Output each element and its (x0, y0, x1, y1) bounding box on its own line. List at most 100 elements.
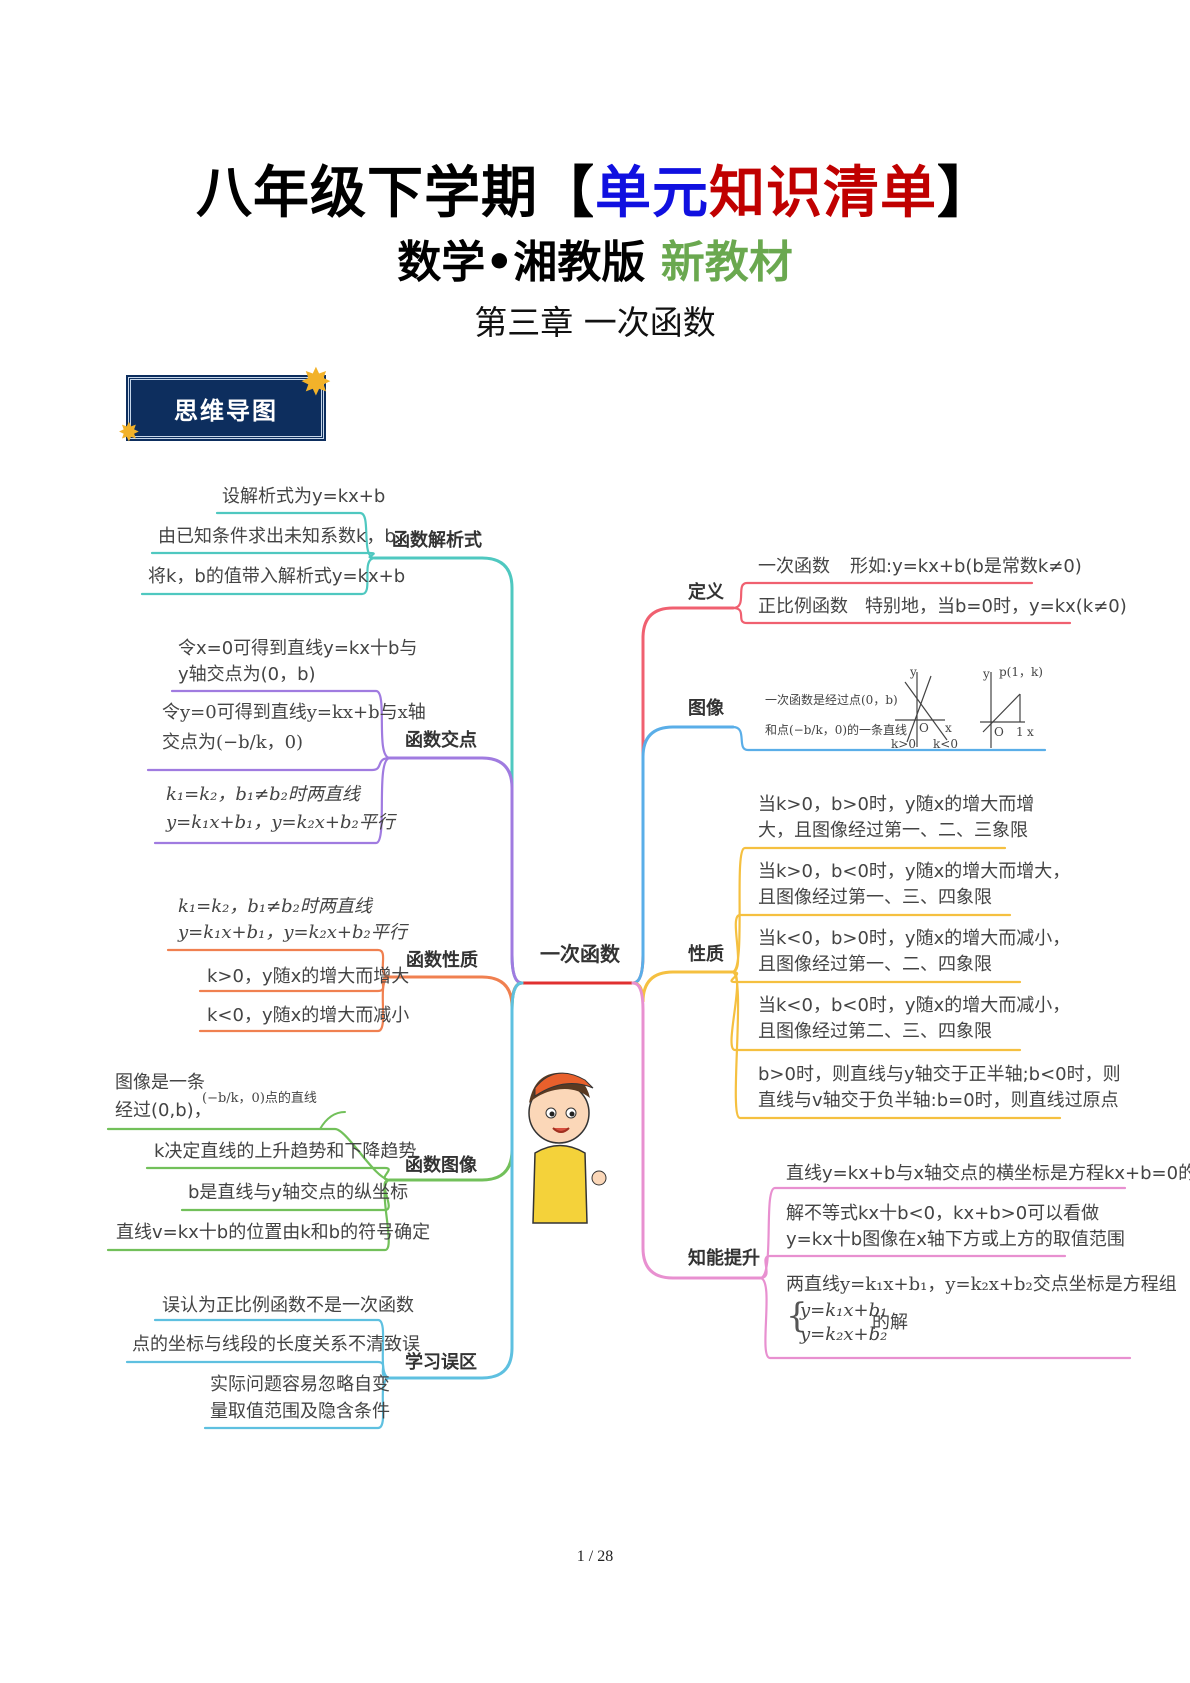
branch-connector (388, 975, 524, 1008)
item-underline (146, 756, 392, 772)
item-underline (731, 606, 1072, 625)
item-underline (758, 1254, 1067, 1280)
axis-label: x (945, 721, 952, 735)
list-item: y=k₁x+b₁，y=k₂x+b₂平行 (178, 922, 407, 943)
item-underline (319, 1111, 346, 1130)
list-item: y轴交点为(0，b) (178, 664, 316, 685)
graph-label: k>0 (891, 737, 916, 750)
mindmap-center-node: 一次函数 (540, 942, 620, 966)
list-item: 直线y=kx+b与x轴交点的横坐标是方程kx+b=0的解 (786, 1163, 1190, 1184)
graph-label: p(1，k) (999, 665, 1043, 679)
axis-label: x (1027, 725, 1034, 739)
page-title: 八年级下学期【单元知识清单】 (196, 161, 994, 226)
item-underline (166, 948, 392, 979)
brace-icon: { (786, 1296, 808, 1336)
item-underline (170, 689, 392, 760)
axis-label: 1 (1016, 725, 1024, 739)
axis-label: O (994, 725, 1004, 739)
list-item: k<0，y随x的增大而减小 (207, 1005, 410, 1026)
branch-label-properties: 函数性质 (406, 950, 478, 971)
cartoon-boy-illustration (528, 1072, 607, 1224)
list-item: k₁=k₂，b₁≠b₂时两直线 (178, 896, 372, 917)
list-item: 令y=0可得到直线y=kx+b与x轴 (162, 702, 426, 723)
item-underline (145, 1166, 392, 1182)
list-item: k₁=k₂，b₁≠b₂时两直线 (166, 784, 360, 805)
branch-connector (631, 981, 762, 1280)
list-item: 解不等式kx十b<0，kx+b>0可以看做 (786, 1203, 1100, 1224)
list-item: 当k>0，b>0时，y随x的增大而增 (758, 794, 1035, 815)
function-graph-figure: 一次函数是经过点(0，b) 和点(−b/k，0)的一条直线 y x O k>0 … (765, 665, 1043, 750)
list-item: 且图像经过第一、三、四象限 (758, 887, 992, 908)
list-item: 点的坐标与线段的长度关系不清致误 (132, 1334, 420, 1355)
list-item: 将k，b的值带入解析式y=kx+b (148, 566, 406, 587)
axis-label: y (982, 667, 990, 681)
list-item: b是直线与y轴交点的纵坐标 (188, 1182, 409, 1203)
list-item: 交点为(−b/k，0) (162, 732, 304, 753)
list-item: k决定直线的上升趋势和下降趋势 (154, 1141, 417, 1162)
list-item: y=k₁x+b₁ (800, 1300, 888, 1321)
branch-connector (388, 981, 524, 1380)
item-underline (153, 1318, 392, 1380)
branch-label-analytic: 函数解析式 (392, 530, 482, 551)
branch-label-nature: 性质 (688, 944, 724, 965)
list-item: 量取值范围及隐含条件 (210, 1401, 390, 1422)
list-item: 两直线y=k₁x+b₁，y=k₂x+b₂交点坐标是方程组 (786, 1274, 1177, 1295)
star-icon: ✸ (300, 360, 332, 404)
list-item: 误认为正比例函数不是一次函数 (162, 1295, 414, 1316)
mindmap-badge: 思维导图 (126, 375, 326, 441)
page-subtitle: 数学•湘教版 新教材 (397, 237, 793, 288)
list-item: 令x=0可得到直线y=kx十b与 (178, 638, 418, 659)
branch-connector (631, 970, 734, 1003)
branch-label-definition: 定义 (688, 582, 724, 603)
branch-connector (631, 606, 735, 985)
item-underline (198, 975, 392, 1033)
item-underline (153, 756, 392, 845)
list-item: 的解 (872, 1312, 908, 1333)
graph-label: k<0 (933, 737, 958, 750)
list-item: 当k<0，b<0时，y随x的增大而减小， (758, 995, 1071, 1016)
page-number: 1 / 28 (576, 1548, 614, 1565)
axis-label: y (909, 665, 917, 679)
item-underline (730, 913, 1012, 974)
branch-label-improvement: 知能提升 (688, 1248, 760, 1269)
list-item: 且图像经过第二、三、四象限 (758, 1021, 992, 1042)
item-underline (203, 1376, 392, 1430)
list-item: 当k<0，b>0时，y随x的增大而减小， (758, 928, 1071, 949)
branch-label-intersection: 函数交点 (405, 730, 477, 751)
branch-connector (388, 756, 524, 985)
item-underline (150, 551, 377, 560)
graph-caption: 一次函数是经过点(0，b) (765, 692, 898, 707)
list-item: k>0，y随x的增大而增大 (207, 966, 410, 987)
chapter-title: 第三章 一次函数 (474, 303, 716, 342)
item-underline (731, 725, 1047, 752)
item-underline (140, 556, 377, 596)
list-item: y=k₁x+b₁，y=k₂x+b₂平行 (166, 812, 395, 833)
list-item: 直线与v轴交于负半轴:b=0时，则直线过原点 (758, 1090, 1119, 1111)
list-item: 由已知条件求出未知系数k，b (158, 526, 396, 547)
list-item: 当k>0，b<0时，y随x的增大而增大， (758, 861, 1071, 882)
item-underline (758, 1276, 1132, 1360)
branch-label-graph: 函数图像 (405, 1155, 477, 1176)
graph-k-sign (895, 672, 1025, 748)
item-underline (758, 1186, 1127, 1280)
list-item: 经过(0,b)， (115, 1100, 212, 1121)
list-item: 一次函数 (758, 556, 830, 577)
branch-label-image: 图像 (688, 698, 724, 719)
list-item: 实际问题容易忽略自变 (210, 1374, 390, 1395)
list-item: 图像是一条 (115, 1072, 205, 1093)
graph-caption: 和点(−b/k，0)的一条直线 (765, 722, 907, 737)
list-item: y=k₂x+b₂ (800, 1324, 888, 1345)
item-underline (731, 581, 1034, 610)
list-item: 正比例函数 (758, 596, 848, 617)
list-item: y=kx十b图像在x轴下方或上方的取值范围 (786, 1229, 1125, 1250)
list-item: 特别地，当b=0时，y=kx(k≠0) (865, 596, 1127, 617)
list-item: 直线v=kx十b的位置由k和b的符号确定 (116, 1222, 431, 1243)
item-underline (730, 970, 1062, 1120)
list-item: 形如:y=kx+b(b是常数k≠0) (850, 556, 1082, 577)
star-icon: ✸ (118, 418, 140, 448)
list-item: b>0时，则直线与y轴交于正半轴;b<0时，则 (758, 1064, 1121, 1085)
list-item: (−b/k，0)点的直线 (202, 1091, 317, 1106)
axis-label: O (919, 721, 929, 735)
item-underline (125, 1360, 392, 1380)
